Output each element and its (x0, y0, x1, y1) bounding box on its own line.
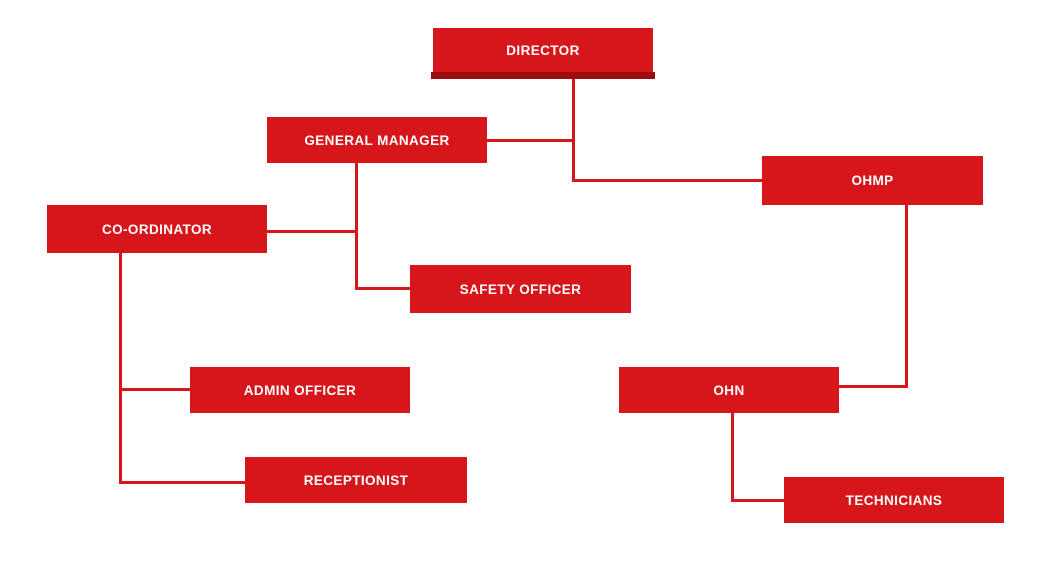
org-node-label-director: DIRECTOR (506, 42, 580, 58)
org-node-ohn: OHN (619, 367, 839, 413)
org-node-technicians: TECHNICIANS (784, 477, 1004, 523)
org-node-label-admin-officer: ADMIN OFFICER (243, 382, 357, 398)
connector-general-manager (355, 287, 410, 290)
connector-co-ordinator (119, 388, 190, 391)
org-node-label-receptionist: RECEPTIONIST (303, 472, 409, 488)
org-node-director: DIRECTOR (431, 28, 655, 79)
connector-co-ordinator (119, 253, 122, 484)
org-node-admin-officer: ADMIN OFFICER (190, 367, 410, 413)
connector-ohn (731, 413, 734, 502)
org-node-receptionist: RECEPTIONIST (245, 457, 467, 503)
org-node-label-ohmp: OHMP (851, 173, 894, 188)
org-node-co-ordinator: CO-ORDINATOR (47, 205, 267, 253)
connector-general-manager (267, 230, 358, 233)
org-node-label-general-manager: GENERAL MANAGER (304, 132, 450, 148)
org-node-ohmp: OHMP (762, 156, 983, 205)
org-node-label-co-ordinator: CO-ORDINATOR (101, 221, 213, 237)
org-node-general-manager: GENERAL MANAGER (267, 117, 487, 163)
connector-general-manager (355, 163, 358, 290)
connector-director (572, 79, 575, 182)
connector-ohmp (905, 205, 908, 388)
connector-ohn (731, 499, 784, 502)
connector-co-ordinator (119, 481, 245, 484)
org-node-label-ohn: OHN (713, 382, 745, 398)
org-node-label-safety-officer: SAFETY OFFICER (459, 281, 582, 297)
connector-director (572, 179, 762, 182)
org-node-safety-officer: SAFETY OFFICER (410, 265, 631, 313)
connector-director (487, 139, 575, 142)
connector-ohmp (839, 385, 908, 388)
org-node-label-technicians: TECHNICIANS (845, 492, 943, 508)
